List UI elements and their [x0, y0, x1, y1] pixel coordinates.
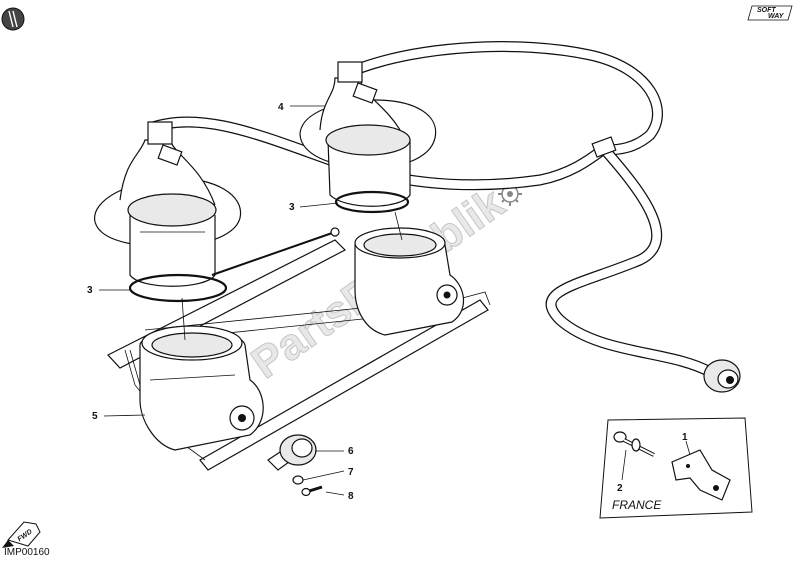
inset-bracket	[671, 449, 731, 501]
callout-3-left: 3	[87, 285, 93, 296]
callout-4: 4	[278, 102, 284, 113]
fwd-arrow-icon: FWD	[2, 521, 41, 548]
callout-3-top: 3	[289, 202, 295, 213]
callout-2: 2	[617, 483, 623, 494]
france-inset: FRANCE 1 2	[599, 417, 753, 519]
breather-hose	[148, 41, 741, 393]
disc-icon	[1, 7, 25, 31]
callout-8: 8	[348, 491, 354, 502]
o-ring-left	[128, 273, 228, 303]
softway-logo: SOFT WAY	[747, 5, 793, 21]
callout-5: 5	[92, 411, 98, 422]
throttle-body-left	[139, 325, 264, 451]
softway-logo-line2: WAY	[768, 13, 785, 20]
callout-1: 1	[682, 432, 688, 443]
o-ring-right	[334, 190, 410, 214]
leader-lines	[99, 105, 403, 496]
drawing-code: IMP00160	[4, 547, 50, 558]
hose-end-fitting	[703, 359, 741, 393]
throttle-body-right	[354, 227, 465, 336]
washer	[292, 475, 304, 485]
inset-bolt	[613, 431, 655, 457]
air-funnel-left	[94, 121, 242, 287]
callout-6: 6	[348, 446, 354, 457]
air-funnel-right	[299, 61, 437, 207]
inset-label: FRANCE	[612, 498, 662, 512]
callout-7: 7	[348, 467, 354, 478]
screw	[301, 485, 323, 497]
throttle-position-sensor	[267, 434, 317, 471]
softway-logo-line1: SOFT	[757, 7, 776, 14]
